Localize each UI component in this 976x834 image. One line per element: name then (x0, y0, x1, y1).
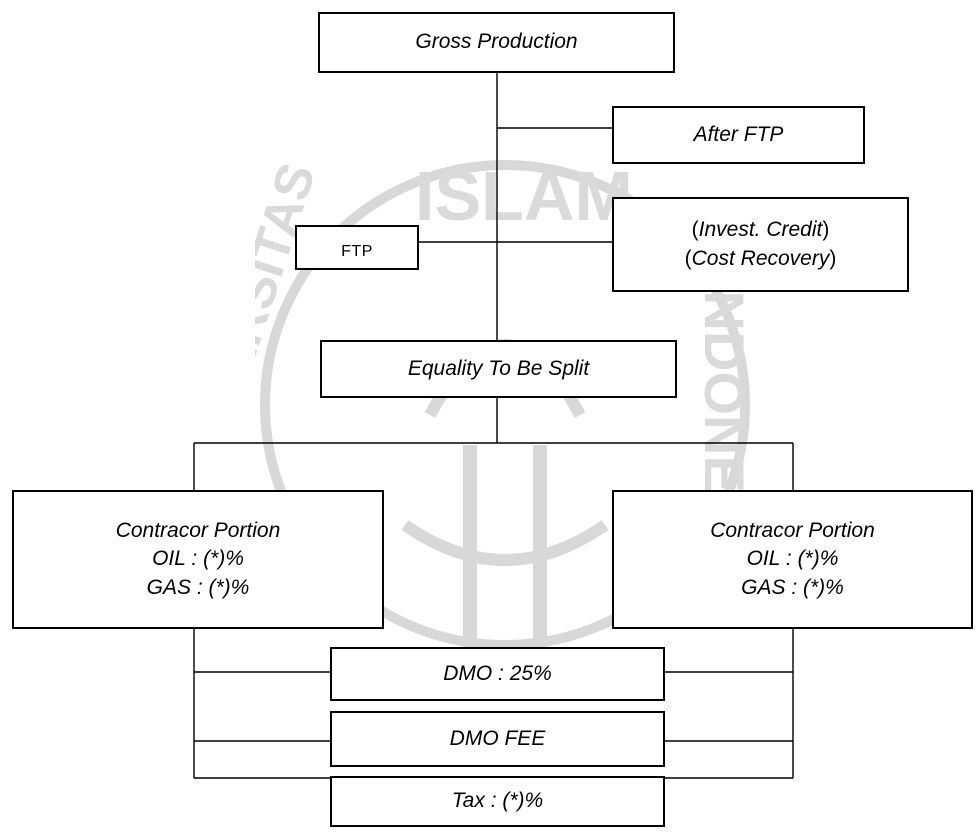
cost-recovery-label: Cost Recovery (691, 246, 830, 270)
tax-box: Tax : (*)% (330, 776, 665, 827)
right-portion-title: Contracor Portion (710, 518, 875, 542)
right-portion-gas: GAS : (*)% (741, 575, 844, 599)
dmo-fee-box: DMO FEE (330, 711, 665, 767)
tax-label: Tax : (*)% (451, 789, 544, 813)
dmo-fee-label: DMO FEE (449, 726, 546, 750)
cost-recovery-line: (Cost Recovery) (684, 246, 837, 270)
left-portion-oil: OIL : (*)% (152, 547, 244, 571)
after-ftp-label: After FTP (693, 122, 784, 146)
left-portion-gas: GAS : (*)% (146, 575, 250, 599)
right-portion-oil: OIL : (*)% (746, 547, 839, 571)
gross-production-label: Gross Production (415, 30, 578, 54)
left-contractor-portion-box: Contracor Portion OIL : (*)% GAS : (*)% (12, 490, 384, 629)
invest-credit-label: Invest. Credit (698, 218, 823, 242)
ftp-label: FTP (341, 242, 373, 260)
invest-credit-line: (Invest. Credit) (691, 218, 830, 242)
after-ftp-box: After FTP (612, 106, 865, 164)
credit-recovery-box: (Invest. Credit) (Cost Recovery) (612, 197, 909, 292)
left-portion-title: Contracor Portion (115, 518, 281, 542)
dmo-label: DMO : 25% (443, 661, 552, 685)
right-contractor-portion-box: Contracor Portion OIL : (*)% GAS : (*)% (612, 490, 973, 629)
equality-to-be-split-box: Equality To Be Split (320, 340, 677, 398)
equality-to-be-split-label: Equality To Be Split (407, 356, 590, 380)
gross-production-box: Gross Production (318, 12, 675, 73)
ftp-box: FTP (295, 225, 419, 270)
dmo-box: DMO : 25% (330, 647, 665, 701)
